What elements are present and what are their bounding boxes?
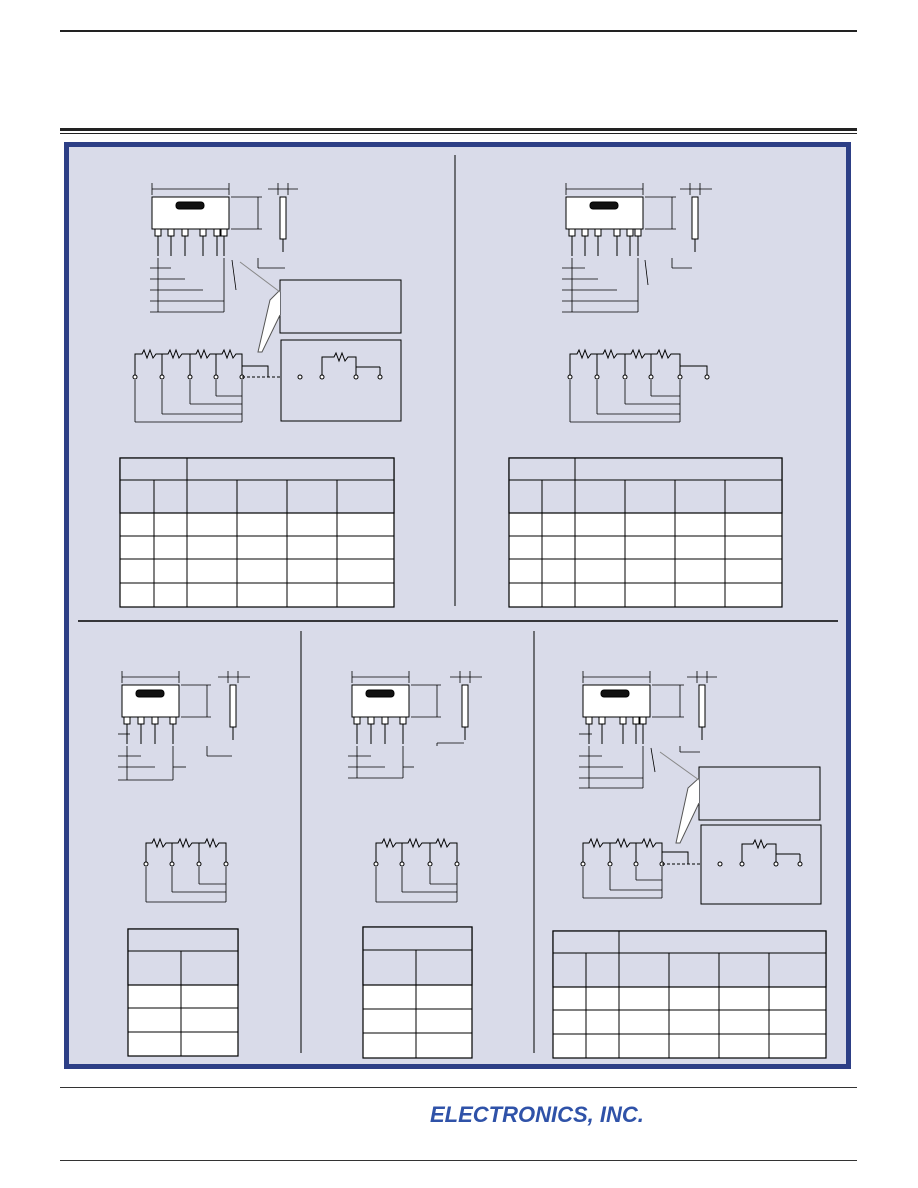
callout-box (698, 766, 821, 821)
package-logo (135, 689, 165, 698)
spec-table-top-right (508, 457, 783, 608)
package-pins (585, 716, 647, 744)
dimension-lines (118, 671, 250, 781)
callout-arrow (675, 777, 700, 844)
callout-arrow (257, 289, 281, 353)
inset-schematic (717, 838, 803, 867)
package-side-view (461, 684, 469, 728)
dimension-lines (150, 183, 298, 313)
header-rule-thick (60, 128, 857, 131)
header-rule-thin (60, 133, 857, 134)
dimension-lines (348, 671, 482, 779)
schematic (567, 348, 710, 423)
section-bottom-right (579, 671, 822, 905)
header-rule-top (60, 30, 857, 32)
package-pins (123, 716, 177, 744)
spec-table-top-left (119, 457, 395, 608)
inset-schematic (297, 351, 383, 380)
package-pins (568, 228, 642, 256)
footer-brand: ELECTRONICS, INC. (430, 1102, 644, 1127)
package-side-view (698, 684, 706, 728)
package-side-view (691, 196, 699, 240)
package-side-view (279, 196, 287, 240)
footer-rule-bottom (60, 1160, 857, 1161)
package-pins (353, 716, 407, 744)
dimension-lines (562, 183, 712, 313)
package-pins (154, 228, 228, 256)
package-side-view (229, 684, 237, 728)
schematic (132, 348, 297, 423)
section-bottom-middle (348, 671, 482, 903)
package-logo (365, 689, 395, 698)
package-body (151, 196, 230, 230)
spec-table-bottom-middle (362, 926, 473, 1059)
dimension-lines (579, 671, 717, 789)
section-bottom-left (118, 671, 250, 903)
section-top-left (132, 183, 402, 423)
schematic (373, 837, 460, 903)
package-logo (175, 201, 205, 210)
footer-rule-top (60, 1087, 857, 1088)
spec-table-bottom-right (552, 930, 827, 1059)
schematic (580, 837, 718, 899)
package-logo (600, 689, 630, 698)
inset-schematic-box (280, 339, 402, 422)
package-logo (589, 201, 619, 210)
package-body (121, 684, 180, 718)
callout-box (279, 279, 402, 334)
schematic (143, 837, 229, 903)
section-top-right (562, 183, 712, 423)
spec-table-bottom-left (127, 928, 239, 1057)
